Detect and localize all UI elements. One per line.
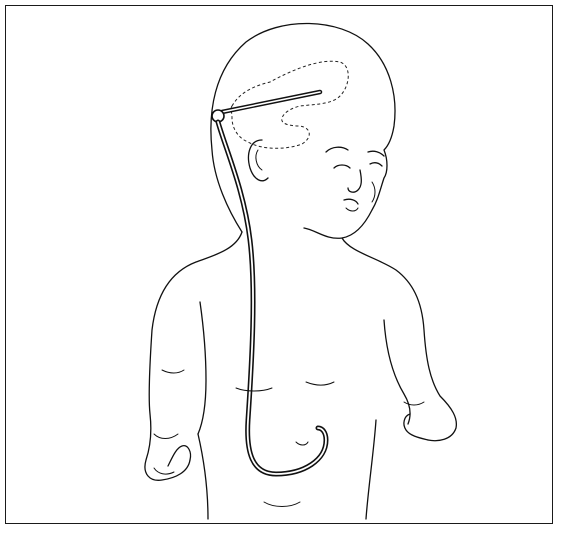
left-fingers — [154, 468, 174, 474]
ventricular-catheter-lumen — [222, 92, 320, 112]
chest-fold-left — [162, 370, 184, 373]
wrist-fold-left — [154, 434, 178, 439]
eyebrow-left — [326, 147, 348, 152]
hip-left — [198, 434, 208, 519]
distal-catheter — [218, 122, 326, 474]
nose — [348, 170, 361, 192]
eye-left — [334, 165, 350, 168]
groin-fold — [264, 502, 300, 507]
torso-left — [145, 232, 242, 480]
lower-lip — [346, 208, 358, 211]
eye-right — [370, 163, 382, 166]
navel — [296, 442, 308, 445]
cheek-line — [372, 182, 375, 202]
chest-fold-center — [236, 388, 272, 391]
wrist-fold-right — [404, 402, 424, 405]
ear-inner — [256, 150, 262, 170]
right-hand — [404, 414, 428, 440]
head-outline — [211, 23, 395, 238]
torso-right — [342, 238, 456, 441]
left-arm-inner — [198, 302, 206, 434]
hip-right — [366, 420, 376, 519]
ear — [249, 140, 269, 181]
left-hand — [168, 446, 191, 466]
eyebrow-right — [368, 151, 384, 156]
chest-fold-right — [306, 382, 334, 385]
mouth — [344, 199, 358, 204]
right-arm-inner — [384, 320, 410, 424]
